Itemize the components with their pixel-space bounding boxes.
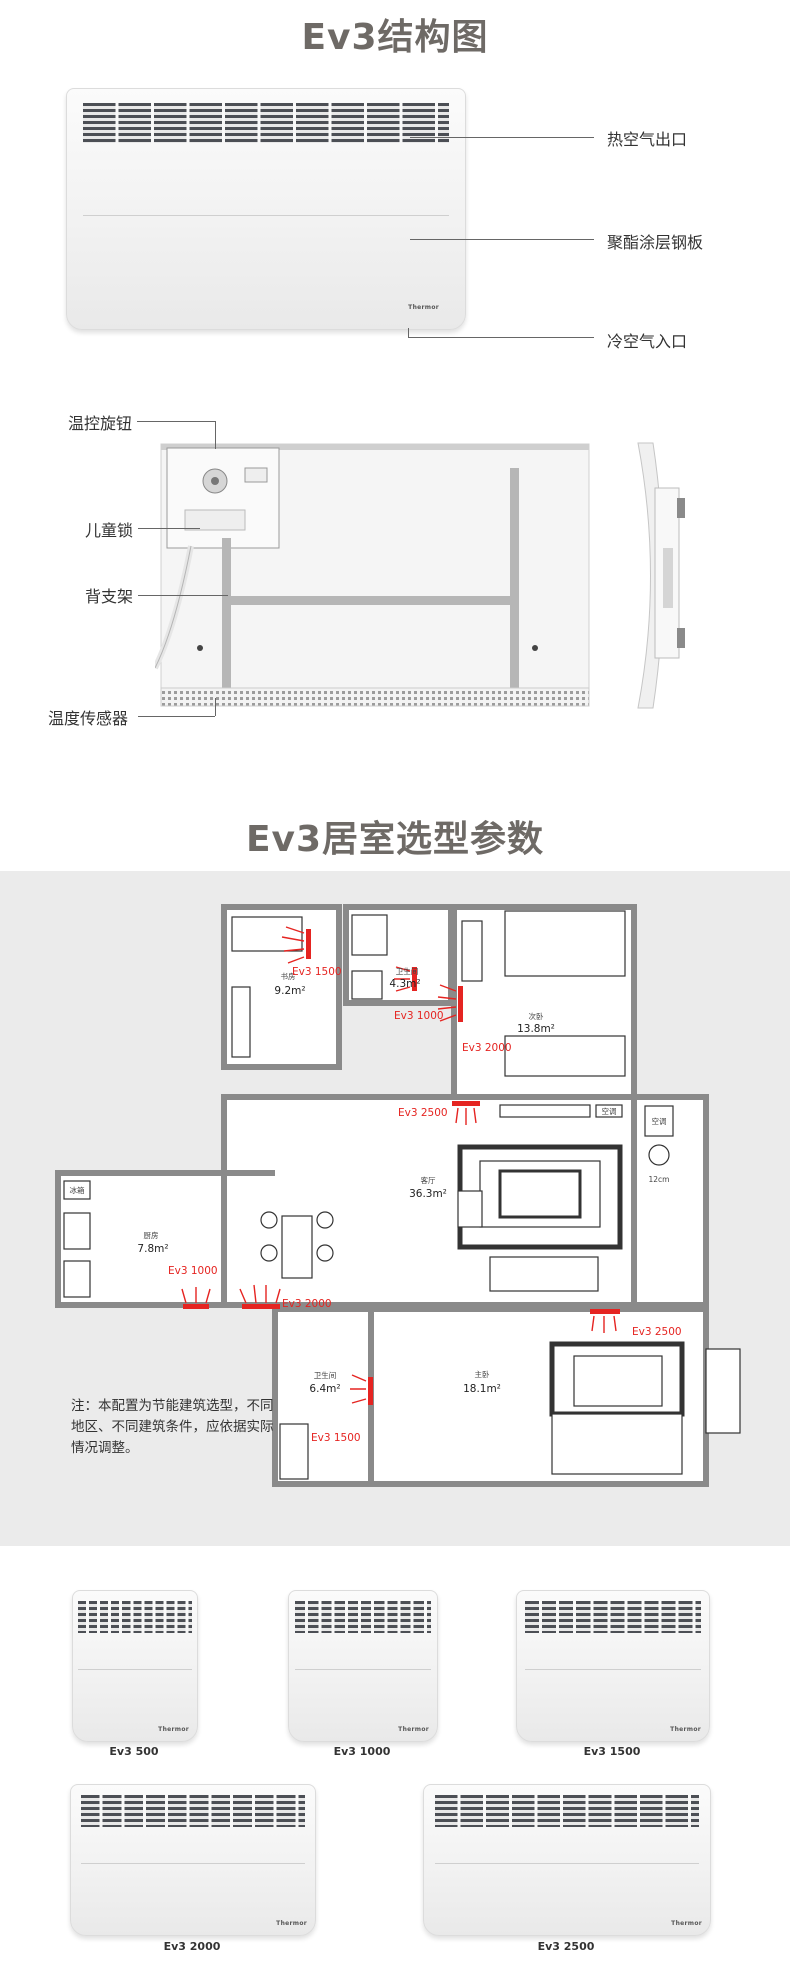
model-label-dining: Ev3 2000: [282, 1298, 332, 1310]
model-ev3-1000-heater: Thermor: [288, 1590, 438, 1742]
room-name-bedroom2: 次卧: [529, 1011, 544, 1021]
brand-logo: Thermor: [276, 1920, 307, 1927]
room-area-study: 9.2m²: [274, 985, 305, 997]
leader-sensor-v: [215, 698, 216, 716]
model-ev3-1500-label: Ev3 1500: [583, 1745, 641, 1758]
model-label-living: Ev3 2500: [398, 1107, 448, 1119]
fixture-fridge-label: 冰箱: [70, 1185, 85, 1195]
leader-cold-air: [408, 337, 594, 338]
fixture-fridge2-label: 12cm: [649, 1175, 670, 1184]
leader-knob-v: [215, 421, 216, 449]
callout-back-bracket: 背支架: [85, 587, 134, 606]
fixture-ac-unit-label: 空调: [652, 1116, 667, 1126]
room-area-kitchen: 7.8m²: [137, 1243, 168, 1255]
model-ev3-2000-heater: Thermor: [70, 1784, 316, 1936]
model-label-study: Ev3 1500: [292, 966, 342, 978]
callout-polyester-steel: 聚酯涂层钢板: [607, 233, 704, 252]
model-label-bath2: Ev3 1500: [311, 1432, 361, 1444]
model-label-bath1: Ev3 1000: [394, 1010, 444, 1022]
room-area-living: 36.3m²: [409, 1188, 447, 1200]
room-name-living: 客厅: [421, 1175, 436, 1185]
heater-grill: [524, 1601, 702, 1633]
heater-grill: [82, 103, 450, 143]
selection-note: 注：本配置为节能建筑选型，不同地区、不同建筑条件，应依据实际情况调整。: [71, 1398, 274, 1456]
model-ev3-1500-heater: Thermor: [516, 1590, 710, 1742]
model-ev3-1000-label: Ev3 1000: [333, 1745, 391, 1758]
selection-title: Ev3居室选型参数: [245, 819, 545, 860]
brand-logo: Thermor: [398, 1726, 429, 1733]
callout-temp-sensor: 温度传感器: [48, 709, 129, 728]
room-name-study: 书房: [281, 971, 296, 981]
heater-back-view: [155, 443, 590, 707]
model-label-master: Ev3 2500: [632, 1326, 682, 1338]
panel-crease: [524, 1669, 702, 1670]
room-area-bath1: 4.3m²: [389, 978, 420, 990]
brand-logo: Thermor: [671, 1920, 702, 1927]
model-label-bedroom2: Ev3 2000: [462, 1042, 512, 1054]
panel-crease: [82, 215, 450, 216]
model-ev3-2500-heater: Thermor: [423, 1784, 711, 1936]
panel-crease: [80, 1863, 306, 1864]
heater-grill: [294, 1601, 432, 1633]
leader-hot-air: [410, 137, 594, 138]
leader-bracket: [138, 595, 228, 596]
brand-logo: Thermor: [670, 1726, 701, 1733]
heater-grill: [435, 1795, 699, 1827]
fixture-ac-label: 空调: [602, 1106, 617, 1116]
room-name-kitchen: 厨房: [144, 1230, 159, 1240]
callout-hot-air-outlet: 热空气出口: [607, 130, 688, 149]
model-ev3-500-heater: Thermor: [72, 1590, 198, 1742]
panel-crease: [435, 1863, 699, 1864]
callout-child-lock: 儿童锁: [85, 521, 134, 540]
model-ev3-2500-label: Ev3 2500: [537, 1940, 595, 1953]
room-name-bath1: 卫生间: [396, 966, 419, 976]
panel-crease: [77, 1669, 193, 1670]
floorplan: 书房 卫生间 次卧 客厅 厨房 卫生间 主卧 冰箱 空调 空调 12cm 9.2…: [55, 904, 741, 1487]
leader-steel-plate: [410, 239, 594, 240]
heater-side-view: [637, 442, 685, 709]
model-ev3-2000-label: Ev3 2000: [163, 1940, 221, 1953]
brand-logo: Thermor: [408, 304, 439, 311]
leader-sensor: [138, 716, 215, 717]
structure-title: Ev3结构图: [301, 17, 489, 58]
room-name-bath2: 卫生间: [314, 1370, 337, 1380]
leader-child-lock: [138, 528, 200, 529]
panel-crease: [294, 1669, 432, 1670]
callout-thermostat-knob: 温控旋钮: [68, 414, 133, 433]
heater-grill: [80, 1795, 306, 1827]
callout-cold-air-inlet: 冷空气入口: [607, 332, 688, 351]
leader-knob: [137, 421, 215, 422]
room-area-bedroom2: 13.8m²: [517, 1023, 555, 1035]
model-ev3-500-label: Ev3 500: [109, 1745, 159, 1758]
room-area-master: 18.1m²: [463, 1383, 501, 1395]
room-area-bath2: 6.4m²: [309, 1383, 340, 1395]
brand-logo: Thermor: [158, 1726, 189, 1733]
model-label-kitchen: Ev3 1000: [168, 1265, 218, 1277]
heater-grill: [77, 1601, 193, 1633]
heater-front-view: Thermor: [66, 88, 466, 330]
leader-cold-air-v: [408, 328, 409, 337]
room-name-master: 主卧: [475, 1369, 490, 1379]
